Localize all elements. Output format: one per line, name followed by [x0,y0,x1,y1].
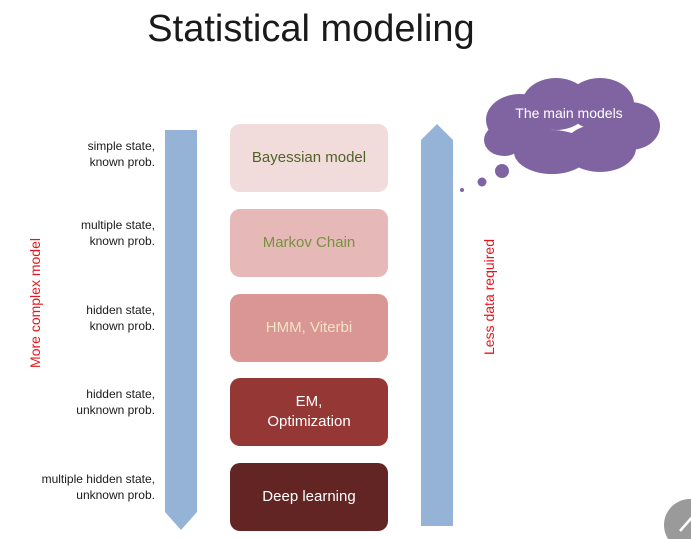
description-1: simple state, known prob. [87,139,155,169]
model-label: Markov Chain [262,234,356,251]
description-5: multiple hidden state, unknown prob. [41,472,155,502]
description-3: hidden state, known prob. [86,303,155,333]
model-box-markov-chain: Markov Chain [230,209,388,277]
thought-bubble-large [495,164,509,178]
callout-text: The main models [515,105,623,121]
model-label: EM, Optimization [267,393,351,430]
model-label: Bayessian model [251,149,367,166]
down-arrow [165,130,197,530]
thought-bubble-small [460,188,464,192]
corner-nav-button[interactable] [664,499,691,539]
model-label: Deep learning [262,488,356,505]
up-arrow [421,124,453,526]
model-box-bayessian: Bayessian model [230,124,388,192]
model-box-em-optimization: EM, Optimization [230,378,388,446]
arrow-icon [679,516,691,532]
description-4: hidden state, unknown prob. [76,387,155,417]
model-box-hmm-viterbi: HMM, Viterbi [230,294,388,362]
description-2: multiple state, known prob. [80,218,155,248]
cloud-shape [484,78,660,174]
model-box-deep-learning: Deep learning [230,463,388,531]
right-axis-label: Less data required [481,239,497,355]
page-title: Statistical modeling [147,8,475,50]
model-label: HMM, Viterbi [265,319,353,336]
thought-bubble-medium [477,177,487,187]
